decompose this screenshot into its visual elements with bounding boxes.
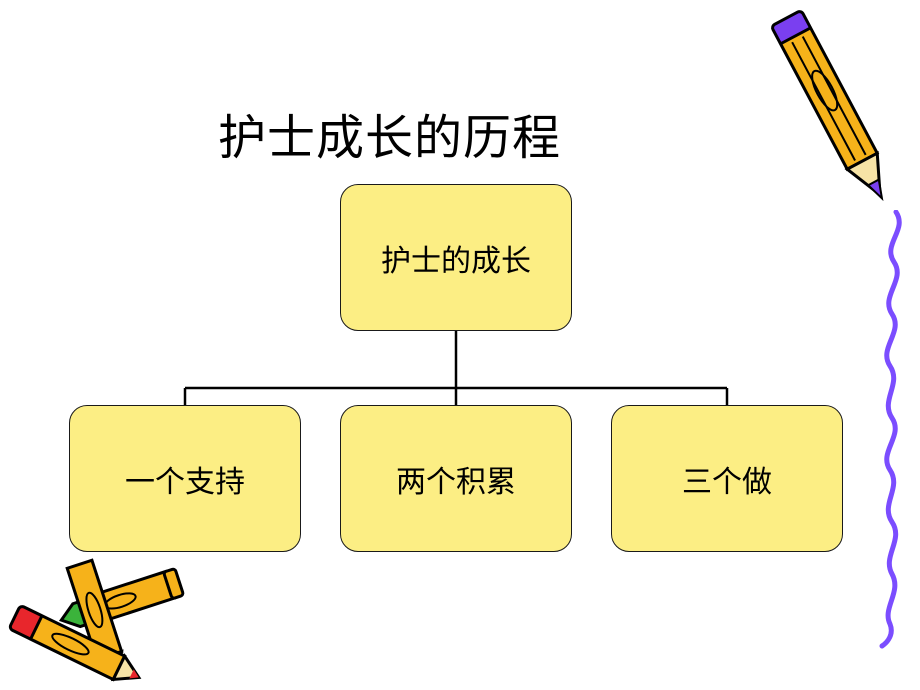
pencil-icon [771,10,884,202]
org-node-child-2: 两个积累 [340,405,572,552]
org-node-child-3: 三个做 [611,405,843,552]
org-node-root-label: 护士的成长 [381,243,531,279]
org-node-root: 护士的成长 [340,184,572,331]
org-node-child-3-label: 三个做 [682,464,772,500]
squiggle-line-icon [879,210,902,649]
org-node-child-1-label: 一个支持 [125,464,245,500]
crossed-pencils-icon [8,558,185,682]
slide-title: 护士成长的历程 [218,110,562,166]
org-node-child-1: 一个支持 [69,405,301,552]
org-node-child-2-label: 两个积累 [396,464,516,500]
